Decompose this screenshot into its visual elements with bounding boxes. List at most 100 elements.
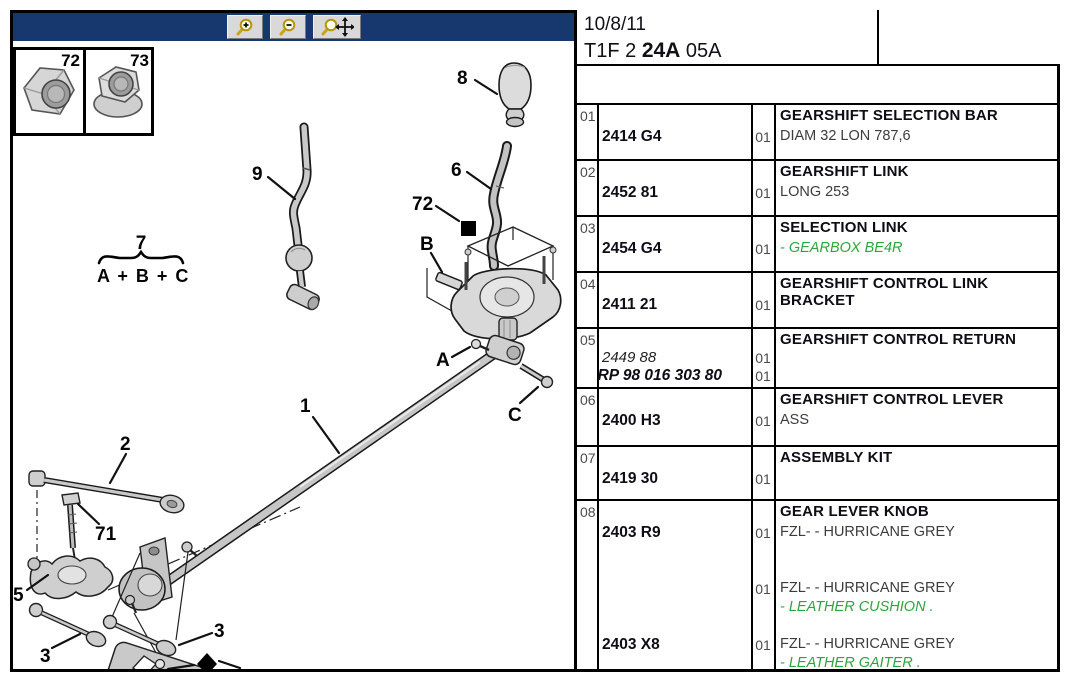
- leader-2: [108, 452, 128, 485]
- leader-71: [76, 502, 101, 526]
- quantity: 01: [755, 185, 771, 201]
- row-number: 02: [580, 164, 596, 180]
- diagram-toolbar: [13, 13, 574, 41]
- control-lever-part: [486, 141, 512, 271]
- bolt-c-part: [519, 363, 554, 389]
- leader-C: [518, 385, 540, 405]
- part-title: GEARSHIFT LINK: [780, 163, 909, 180]
- callout-B: B: [420, 234, 434, 255]
- callout-3-right: 3: [214, 621, 225, 642]
- callout-A: A: [436, 350, 450, 371]
- row-line: [577, 327, 1060, 329]
- formula-group: 7 A + B + C: [97, 233, 188, 286]
- quantity: 01: [755, 368, 771, 384]
- bottom-bracket-part: [107, 641, 242, 669]
- row-line: [577, 159, 1060, 161]
- quantity: 01: [755, 581, 771, 597]
- row-line: [577, 445, 1060, 447]
- leader-5: [25, 573, 50, 592]
- row-line: [577, 499, 1060, 501]
- part-number: 2411 21: [602, 296, 658, 313]
- gearshift-exploded-diagram: 1 9 7 A + B + C: [13, 62, 562, 669]
- callout-2: 2: [120, 434, 131, 455]
- parts-table: 01 2414 G4 01 GEARSHIFT SELECTION BAR DI…: [577, 103, 1060, 672]
- magnifier-move-icon: [321, 17, 354, 37]
- quantity: 01: [755, 471, 771, 487]
- row-line: [577, 271, 1060, 273]
- row-line: [577, 215, 1060, 217]
- nut-73-cell: 73: [86, 50, 152, 133]
- plate-code-section: 24A: [641, 39, 681, 62]
- quantity: 01: [755, 241, 771, 257]
- row-number: 04: [580, 276, 596, 292]
- nut-72-label: 72: [61, 51, 80, 70]
- leader-A: [450, 345, 472, 359]
- part-title: GEAR LEVER KNOB: [780, 503, 929, 520]
- leader-1: [311, 415, 341, 455]
- leader-6: [465, 170, 493, 191]
- pane-divider: [574, 10, 577, 672]
- link-3-right-part: [102, 614, 177, 657]
- part-number: 2414 G4: [602, 128, 662, 145]
- part-note: - GEARBOX BE4R: [780, 240, 903, 256]
- content-frame: [10, 10, 1060, 672]
- nut-73-label: 73: [130, 51, 149, 70]
- quantity: 01: [755, 525, 771, 541]
- row-number: 06: [580, 392, 596, 408]
- plate-code-prefix: T1F 2: [584, 40, 637, 62]
- header-rule: [577, 64, 1060, 66]
- leader-B: [429, 251, 444, 274]
- quantity: 01: [755, 413, 771, 429]
- brace: [97, 249, 185, 265]
- part-desc: FZL- - HURRICANE GREY: [780, 580, 955, 596]
- part-note: - LEATHER GAITER .: [780, 655, 921, 671]
- clip-marker-diamond: [197, 653, 217, 669]
- clip-72-part: [461, 221, 476, 236]
- part-desc: ASS: [780, 412, 810, 428]
- hardware-inset-box: 72 73: [13, 47, 154, 136]
- leader-3-right: [177, 631, 214, 647]
- part-title: GEARSHIFT SELECTION BAR: [780, 107, 998, 124]
- mount-assembly-part: [111, 537, 198, 661]
- plate-code-suffix: 05A: [685, 40, 722, 62]
- part-title: SELECTION LINK: [780, 219, 908, 236]
- gearshift-link-part: [285, 122, 320, 311]
- leader-3-left: [50, 632, 82, 650]
- callout-1: 1: [300, 396, 311, 417]
- bolt-71-part: [61, 492, 81, 561]
- magnifier-plus-icon: [236, 18, 253, 36]
- screw-a-part: [470, 338, 490, 352]
- leader-9: [266, 175, 297, 201]
- part-desc: FZL- - HURRICANE GREY: [780, 636, 955, 652]
- inset-divider: [83, 50, 86, 133]
- callout-7: 7: [136, 233, 147, 254]
- zoom-out-button[interactable]: [270, 15, 306, 39]
- row-number: 03: [580, 220, 596, 236]
- bracket-5-part: [27, 555, 114, 600]
- quantity: 01: [755, 129, 771, 145]
- part-desc: FZL- - HURRICANE GREY: [780, 524, 955, 540]
- part-number: 2454 G4: [602, 240, 662, 257]
- zoom-pan-button[interactable]: [313, 15, 361, 39]
- callout-6: 6: [451, 160, 462, 181]
- part-number: 2400 H3: [602, 412, 661, 429]
- row-line: [577, 387, 1060, 389]
- quantity: 01: [755, 637, 771, 653]
- zoom-in-button[interactable]: [227, 15, 263, 39]
- row-number: 08: [580, 504, 596, 520]
- leader-72: [434, 204, 461, 223]
- part-note: - LEATHER CUSHION .: [780, 599, 934, 615]
- plate-date: 10/8/11: [584, 14, 646, 35]
- part-desc: LONG 253: [780, 184, 850, 200]
- part-number: 2403 R9: [602, 524, 661, 541]
- part-title: ASSEMBLY KIT: [780, 449, 893, 466]
- part-number: 2452 81: [602, 184, 659, 201]
- link-2-part: [28, 470, 185, 514]
- plate-code: T1F 2 24A 05A: [584, 39, 722, 63]
- callout-3-left: 3: [40, 646, 51, 667]
- part-title: GEARSHIFT CONTROL LINK BRACKET: [780, 275, 989, 309]
- quantity: 01: [755, 350, 771, 366]
- callout-9: 9: [252, 164, 263, 185]
- link-3-left-part: [28, 602, 107, 648]
- part-number: 2449 88: [602, 349, 657, 366]
